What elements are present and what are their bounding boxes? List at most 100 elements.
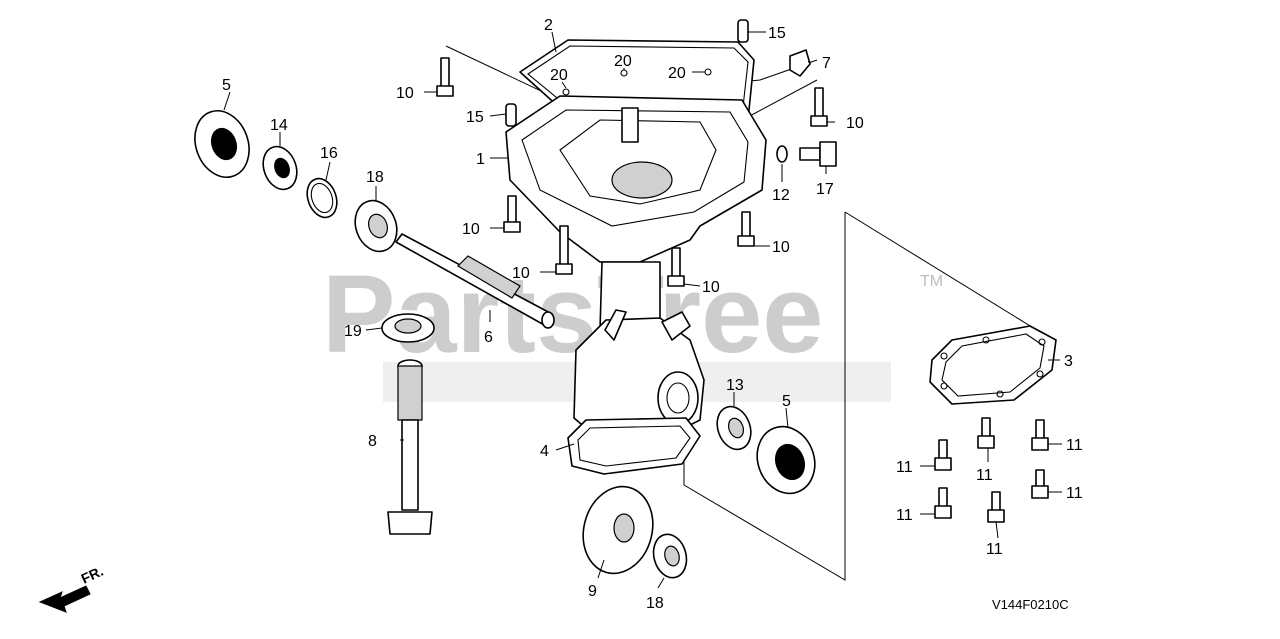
part-18-bearing-upper[interactable] (348, 195, 403, 258)
part-1-transmission-case[interactable] (505, 95, 767, 441)
case-output-boss (657, 371, 699, 425)
bolt-11c (977, 417, 995, 449)
bolt-10f (667, 247, 685, 287)
part-13-bearing[interactable] (711, 402, 756, 454)
bolt-11e (1031, 419, 1049, 451)
callout-11-f: 11 (1066, 485, 1083, 502)
callout-15-side: 15 (466, 109, 484, 126)
part-16-circlip[interactable] (302, 174, 342, 221)
dowel-side-pin (505, 103, 517, 127)
callout-10-d: 10 (772, 239, 790, 256)
part-8-vertical-shaft[interactable] (387, 359, 433, 535)
bolt-17-shank (799, 147, 821, 161)
part-18-bearing-lower[interactable] (649, 531, 691, 582)
bolts-10[interactable] (436, 57, 828, 287)
part-12-washer[interactable] (776, 145, 788, 163)
callout-14: 14 (270, 117, 288, 134)
leader-lines (223, 31, 1062, 589)
seal-left-bore (210, 127, 238, 161)
part-15-dowel-side[interactable] (505, 103, 517, 127)
part-5-seal-right[interactable] (748, 418, 824, 501)
callout-1: 1 (476, 151, 485, 168)
gasket-lower-outline (567, 417, 701, 475)
callout-16: 16 (320, 145, 338, 162)
cover-hole-5 (996, 390, 1004, 398)
dowel-top-pin (737, 19, 749, 43)
part-15-dowel-top[interactable] (737, 19, 749, 43)
callout-10-b: 10 (846, 115, 864, 132)
bolt-10a (436, 57, 454, 97)
callout-20-a: 20 (550, 67, 568, 84)
assembly-line-right (844, 211, 1043, 343)
callout-5-left: 5 (222, 77, 231, 94)
cover-hole-6 (940, 382, 948, 390)
watermark-trademark: TM (920, 273, 943, 290)
part-19-bearing[interactable] (381, 313, 435, 343)
callout-6: 6 (484, 329, 493, 346)
circlip-outer (306, 177, 338, 219)
part-7-breather[interactable] (789, 49, 811, 77)
part-14-bearing[interactable] (257, 142, 302, 194)
vshaft-body (401, 419, 419, 511)
case-tab (604, 309, 627, 341)
gasket-hole-1 (562, 88, 570, 96)
callout-15-top: 15 (768, 25, 786, 42)
callout-19: 19 (344, 323, 362, 340)
bolt-11b (934, 487, 952, 519)
callout-9: 9 (588, 583, 597, 600)
circlip-inner (310, 182, 334, 214)
shaft-spline (457, 255, 521, 299)
callout-3: 3 (1064, 353, 1073, 370)
callout-2: 2 (544, 17, 553, 34)
part-5-seal-left[interactable] (186, 103, 258, 185)
callout-8: 8 (368, 433, 377, 450)
bolt-11a (934, 439, 952, 471)
cover-hole-3 (1038, 338, 1046, 346)
part-4-gasket-lower[interactable] (567, 417, 701, 475)
callout-11-c: 11 (976, 467, 993, 484)
callout-18-lower: 18 (646, 595, 664, 612)
bearing-19-bore (394, 318, 422, 334)
callout-11-a: 11 (896, 459, 913, 476)
callouts: 1 2 3 4 5 5 6 7 8 9 10 10 10 10 10 10 11… (222, 17, 1083, 612)
callout-17: 17 (816, 181, 834, 198)
callout-12: 12 (772, 187, 790, 204)
bearing-13-bore (727, 417, 745, 439)
part-6-shaft[interactable] (395, 233, 555, 329)
bearing-18-upper-bore (367, 213, 389, 239)
cover-hole-4 (1036, 370, 1044, 378)
case-cavity (559, 119, 717, 205)
bolt-10b (810, 87, 828, 127)
cover-hole-2 (982, 336, 990, 344)
callout-11-b: 11 (896, 507, 913, 524)
vshaft-spline (397, 365, 423, 421)
shaft-end (541, 311, 555, 329)
part-3-cover[interactable] (929, 325, 1057, 405)
part-17-bolt[interactable] (799, 141, 837, 167)
callout-10-c: 10 (462, 221, 480, 238)
bearing-14-bore (274, 157, 290, 179)
callout-5-right: 5 (782, 393, 791, 410)
assembly-line-bottom (683, 212, 846, 581)
case-ear (661, 311, 691, 341)
cover-outline (929, 325, 1057, 405)
callout-11-e: 11 (1066, 437, 1083, 454)
bolt-11d (987, 491, 1005, 523)
callout-20-c: 20 (668, 65, 686, 82)
callout-7: 7 (822, 55, 831, 72)
gear-hub (613, 513, 635, 543)
callout-10-f: 10 (702, 279, 720, 296)
callout-4: 4 (540, 443, 549, 460)
callout-18-upper: 18 (366, 169, 384, 186)
bolt-10e (555, 225, 573, 275)
bolt-10d (737, 211, 755, 247)
gasket-lower-inner (577, 425, 691, 467)
case-output-bore (666, 382, 690, 414)
part-9-gear[interactable] (574, 479, 662, 582)
front-direction-indicator: FR. (38, 563, 106, 613)
bolt-11f (1031, 469, 1049, 499)
bolt-17-head (819, 141, 837, 167)
callout-20-b: 20 (614, 53, 632, 70)
